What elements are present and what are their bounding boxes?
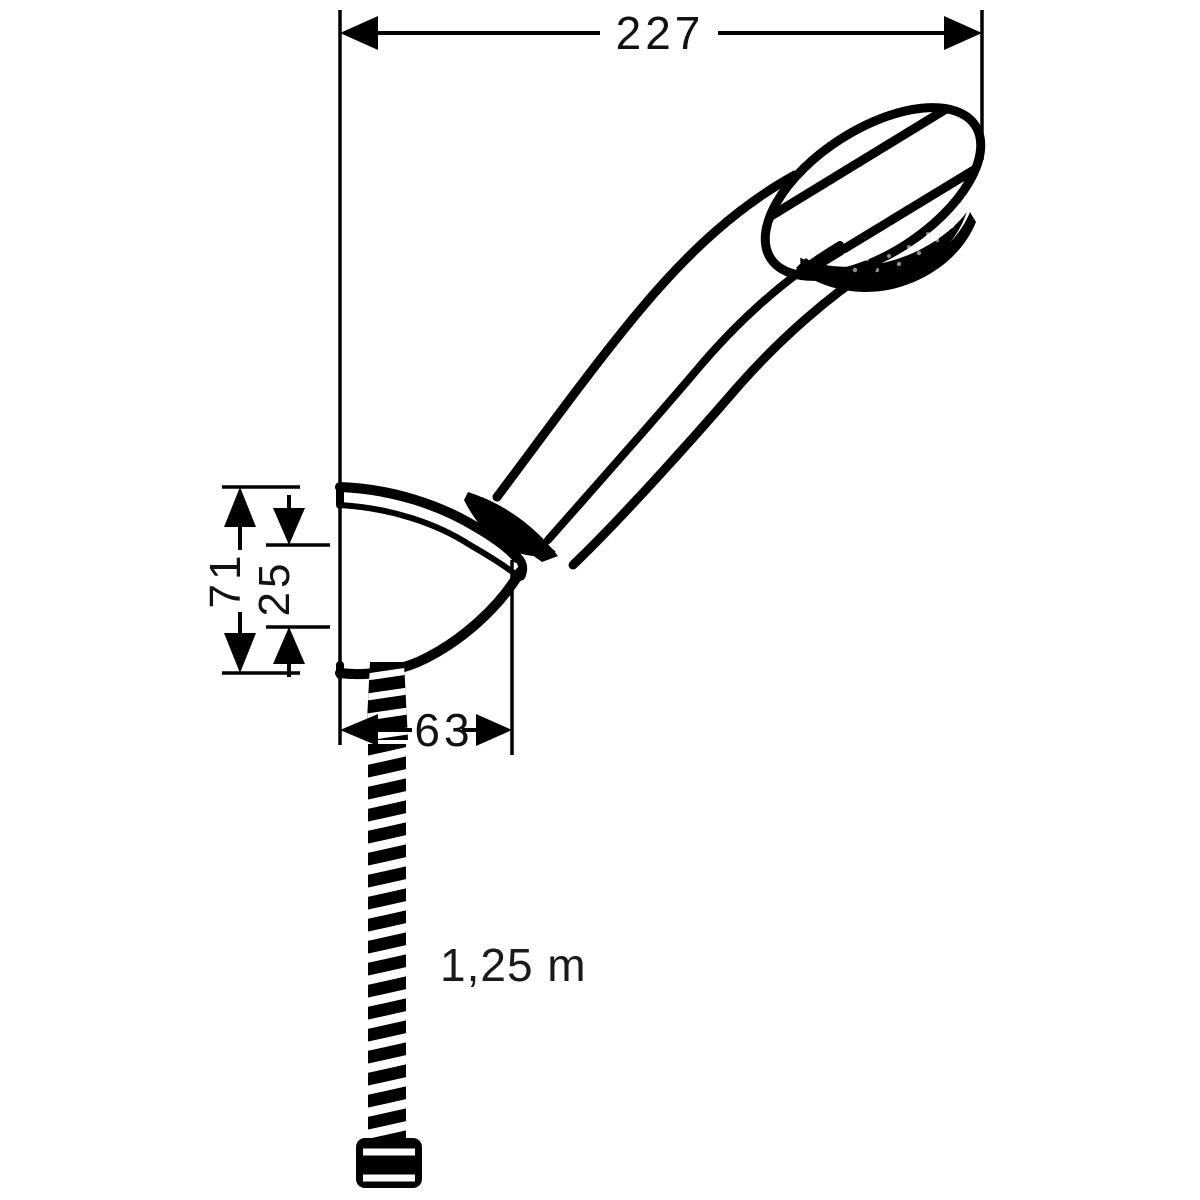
bracket-height-dimension: 71 bbox=[201, 485, 300, 675]
arrow-down-25 bbox=[273, 508, 305, 545]
hose-length-label: 1,25 m bbox=[440, 939, 587, 991]
hose-length-text: 1,25 m bbox=[440, 939, 587, 991]
bracket-inner-height-label: 25 bbox=[250, 560, 299, 617]
wall-bracket bbox=[335, 482, 528, 680]
hose-body bbox=[366, 744, 406, 1144]
hose-end-nut bbox=[356, 1138, 422, 1188]
bracket-height-label: 71 bbox=[201, 552, 250, 609]
overall-length-label: 227 bbox=[616, 7, 705, 59]
spray-face bbox=[796, 211, 976, 292]
arrow-top-71 bbox=[224, 487, 256, 527]
shower-head-ribs bbox=[736, 73, 1010, 305]
arrow-right-227 bbox=[944, 16, 982, 50]
shower-handle bbox=[464, 170, 877, 570]
bracket-projection-dimension: 63 bbox=[340, 560, 514, 756]
arrow-up-25 bbox=[273, 627, 305, 664]
arrow-left-227 bbox=[340, 16, 378, 50]
hose-spiral-pattern bbox=[366, 747, 406, 1140]
arrow-left-63 bbox=[340, 714, 378, 746]
shower-hose bbox=[356, 662, 422, 1188]
nozzle-dots bbox=[830, 223, 955, 273]
arrow-right-63 bbox=[476, 714, 512, 746]
shower-head-outline bbox=[760, 103, 986, 281]
overall-length-dimension: 227 bbox=[340, 7, 982, 59]
bracket-inner-height-dimension: 25 bbox=[250, 495, 330, 677]
bracket-projection-label: 63 bbox=[414, 704, 473, 756]
nut-grooves bbox=[363, 1148, 415, 1182]
arrow-bottom-71 bbox=[224, 633, 256, 673]
